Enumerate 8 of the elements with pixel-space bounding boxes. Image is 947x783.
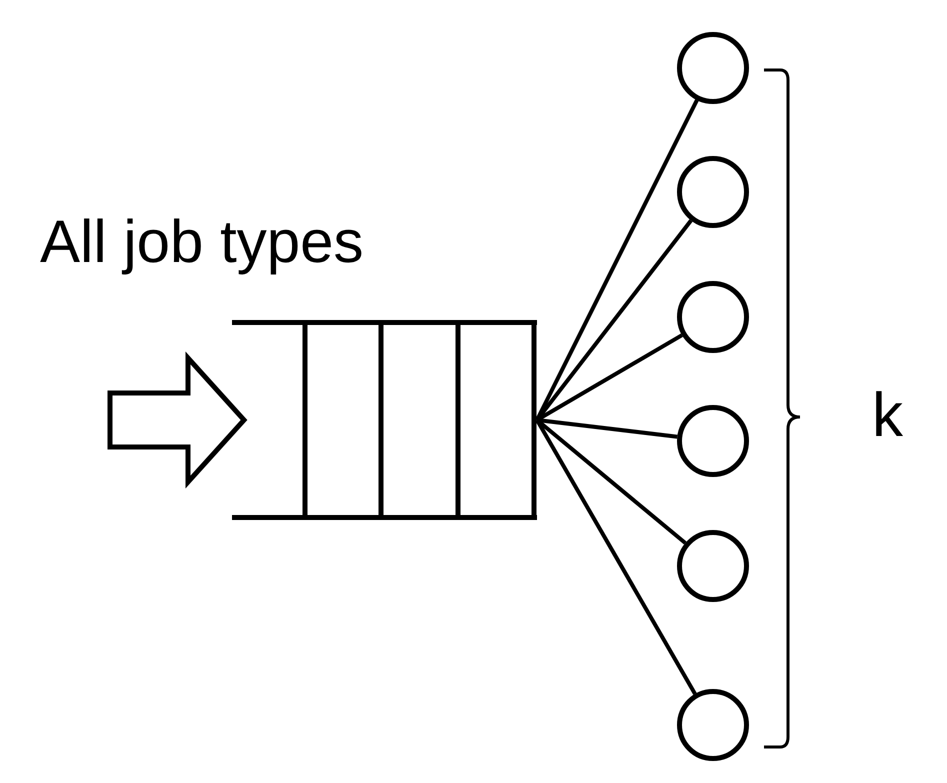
queue-label: All job types (40, 212, 364, 272)
queue-box (232, 320, 537, 520)
block-arrow (108, 352, 248, 488)
connector-line (536, 333, 683, 422)
connector-line (536, 418, 687, 545)
connector-line (535, 419, 697, 695)
connector-line (535, 219, 693, 422)
server-count-label: k (872, 385, 903, 447)
